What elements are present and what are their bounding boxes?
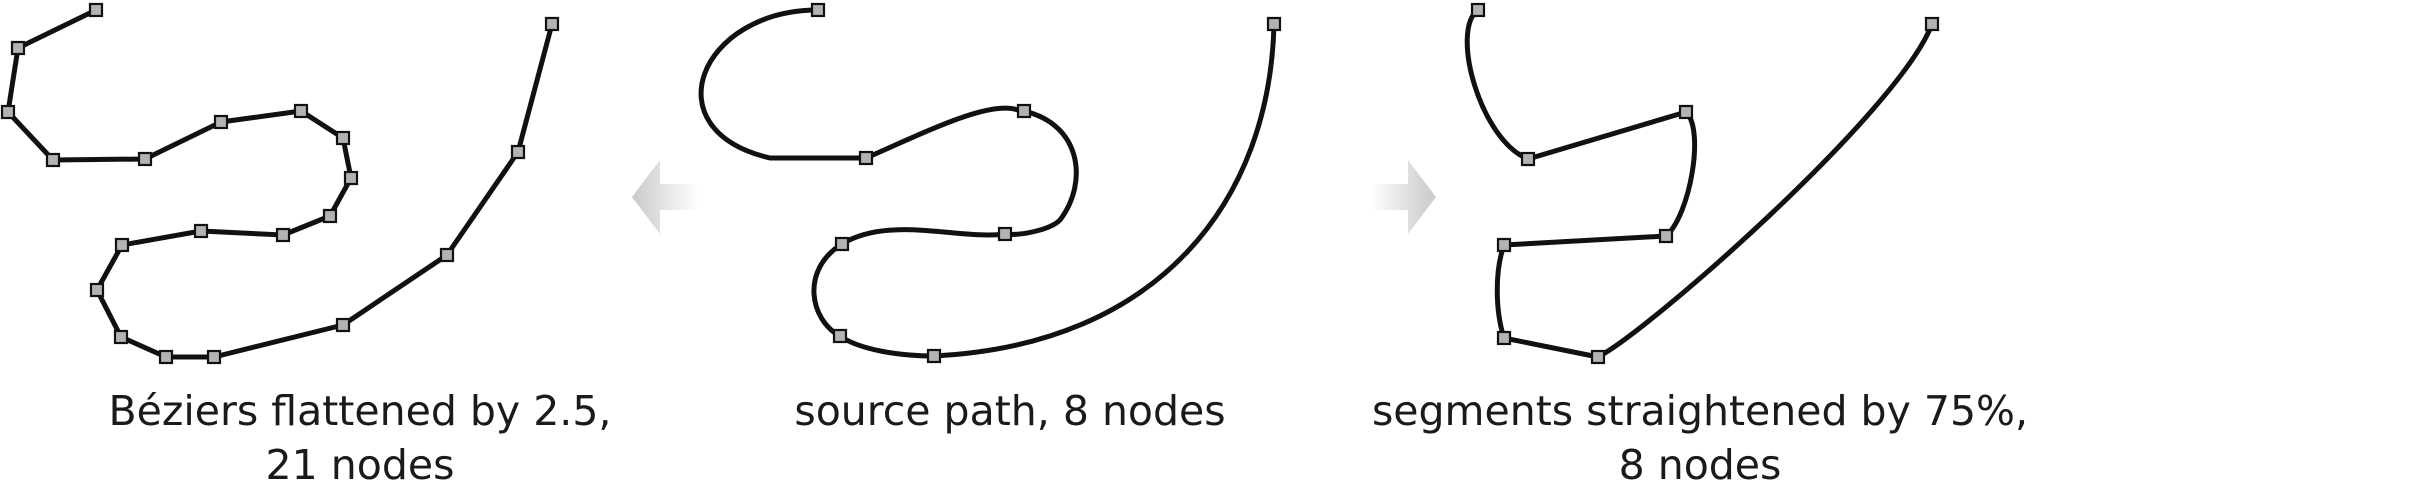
caption-flattened-line2: 21 nodes [265, 441, 455, 489]
caption-straightened-line2: 8 nodes [1618, 441, 1782, 489]
node-handle-icon[interactable] [834, 236, 850, 252]
node-handle-icon[interactable] [335, 317, 351, 333]
node-handle-icon[interactable] [114, 237, 130, 253]
node-handle-icon[interactable] [88, 2, 104, 18]
node-handle-icon[interactable] [293, 103, 309, 119]
node-handle-icon[interactable] [275, 227, 291, 243]
node-handle-icon[interactable] [1470, 2, 1486, 18]
caption-straightened-line1: segments straightened by 75%, [1371, 387, 2029, 435]
straightened-path-panel [1464, 2, 1940, 365]
arrow-right-icon [1370, 160, 1436, 234]
source-path [698, 7, 1277, 359]
flattened-path-nodes [0, 2, 560, 365]
node-handle-icon[interactable] [810, 2, 826, 18]
node-handle-icon[interactable] [45, 152, 61, 168]
source-path-nodes [810, 2, 1282, 364]
node-handle-icon[interactable] [0, 104, 16, 120]
straightened-path [1464, 7, 1935, 360]
source-path-panel [698, 2, 1282, 364]
arrow-left-icon [632, 160, 698, 234]
node-handle-icon[interactable] [1016, 103, 1032, 119]
node-handle-icon[interactable] [10, 40, 26, 56]
node-handle-icon[interactable] [113, 329, 129, 345]
node-handle-icon[interactable] [997, 226, 1013, 242]
caption-flattened: Béziers flattened by 2.5, 21 nodes [0, 384, 720, 492]
node-handle-icon[interactable] [322, 208, 338, 224]
node-handle-icon[interactable] [832, 328, 848, 344]
node-handle-icon[interactable] [158, 349, 174, 365]
caption-source-line1: source path, 8 nodes [794, 387, 1226, 435]
node-handle-icon[interactable] [343, 170, 359, 186]
node-handle-icon[interactable] [206, 349, 222, 365]
caption-straightened: segments straightened by 75%, 8 nodes [1340, 384, 2060, 492]
node-handle-icon[interactable] [510, 144, 526, 160]
node-handle-icon[interactable] [137, 151, 153, 167]
flattened-path [5, 7, 555, 360]
straightened-path-nodes [1470, 2, 1940, 365]
node-handle-icon[interactable] [1658, 228, 1674, 244]
node-handle-icon[interactable] [213, 114, 229, 130]
node-handle-icon[interactable] [858, 150, 874, 166]
node-handle-icon[interactable] [193, 223, 209, 239]
node-handle-icon[interactable] [335, 130, 351, 146]
node-handle-icon[interactable] [1924, 16, 1940, 32]
node-handle-icon[interactable] [1496, 330, 1512, 346]
node-handle-icon[interactable] [1590, 349, 1606, 365]
caption-flattened-line1: Béziers flattened by 2.5, [108, 387, 612, 435]
node-handle-icon[interactable] [439, 247, 455, 263]
node-handle-icon[interactable] [1496, 237, 1512, 253]
node-handle-icon[interactable] [926, 348, 942, 364]
node-handle-icon[interactable] [1266, 16, 1282, 32]
node-handle-icon[interactable] [544, 16, 560, 32]
node-handle-icon[interactable] [1520, 151, 1536, 167]
flattened-path-panel [0, 2, 560, 365]
caption-source: source path, 8 nodes [650, 384, 1370, 438]
node-handle-icon[interactable] [89, 282, 105, 298]
node-handle-icon[interactable] [1678, 104, 1694, 120]
